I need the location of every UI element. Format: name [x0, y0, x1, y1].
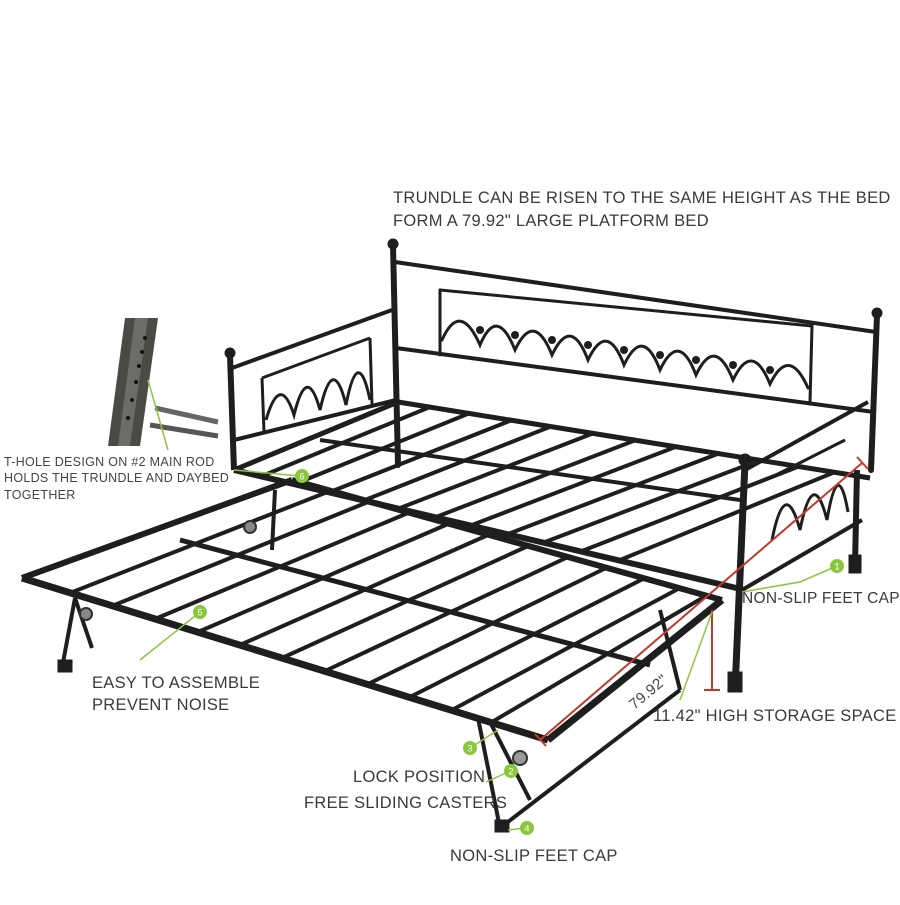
headline-line-1: TRUNDLE CAN BE RISEN TO THE SAME HEIGHT …: [393, 189, 891, 207]
daybed-back-panel: [387, 238, 883, 473]
storage-space-label: 11.42" HIGH STORAGE SPACE: [653, 707, 897, 725]
casters-label: FREE SLIDING CASTERS: [304, 794, 508, 812]
marker-3: 3: [463, 741, 477, 755]
feet-cap-right-label: NON-SLIP FEET CAP: [742, 590, 900, 607]
svg-text:1: 1: [834, 562, 839, 572]
assemble-label-line-2: PREVENT NOISE: [92, 696, 230, 714]
t-hole-callout-line-2: HOLDS THE TRUNDLE AND DAYBED: [4, 471, 230, 485]
lock-position-label: LOCK POSITION: [353, 768, 486, 786]
marker-6: 6: [295, 469, 309, 483]
headline-line-2: FORM A 79.92" LARGE PLATFORM BED: [393, 212, 709, 230]
svg-text:4: 4: [524, 824, 529, 834]
length-dimension-line: [534, 456, 869, 747]
t-hole-inset-photo: [108, 318, 220, 446]
trundle-frame: [20, 477, 725, 833]
svg-text:3: 3: [467, 744, 472, 754]
daybed-right-panel: [727, 400, 869, 693]
marker-2: 2: [504, 764, 518, 778]
assemble-label-line-1: EASY TO ASSEMBLE: [92, 674, 261, 692]
t-hole-callout-line-3: TOGETHER: [4, 488, 76, 502]
svg-text:2: 2: [508, 767, 513, 777]
feet-cap-bottom-label: NON-SLIP FEET CAP: [450, 847, 618, 865]
svg-text:5: 5: [197, 608, 202, 618]
marker-1: 1: [830, 559, 844, 573]
height-dimension-line: [704, 610, 720, 691]
svg-text:6: 6: [299, 472, 304, 482]
daybed-frame: [233, 399, 871, 593]
daybed-left-panel: [224, 308, 397, 471]
t-hole-callout-line-1: T-HOLE DESIGN ON #2 MAIN ROD: [4, 455, 215, 469]
marker-4: 4: [520, 821, 534, 835]
marker-5: 5: [193, 605, 207, 619]
